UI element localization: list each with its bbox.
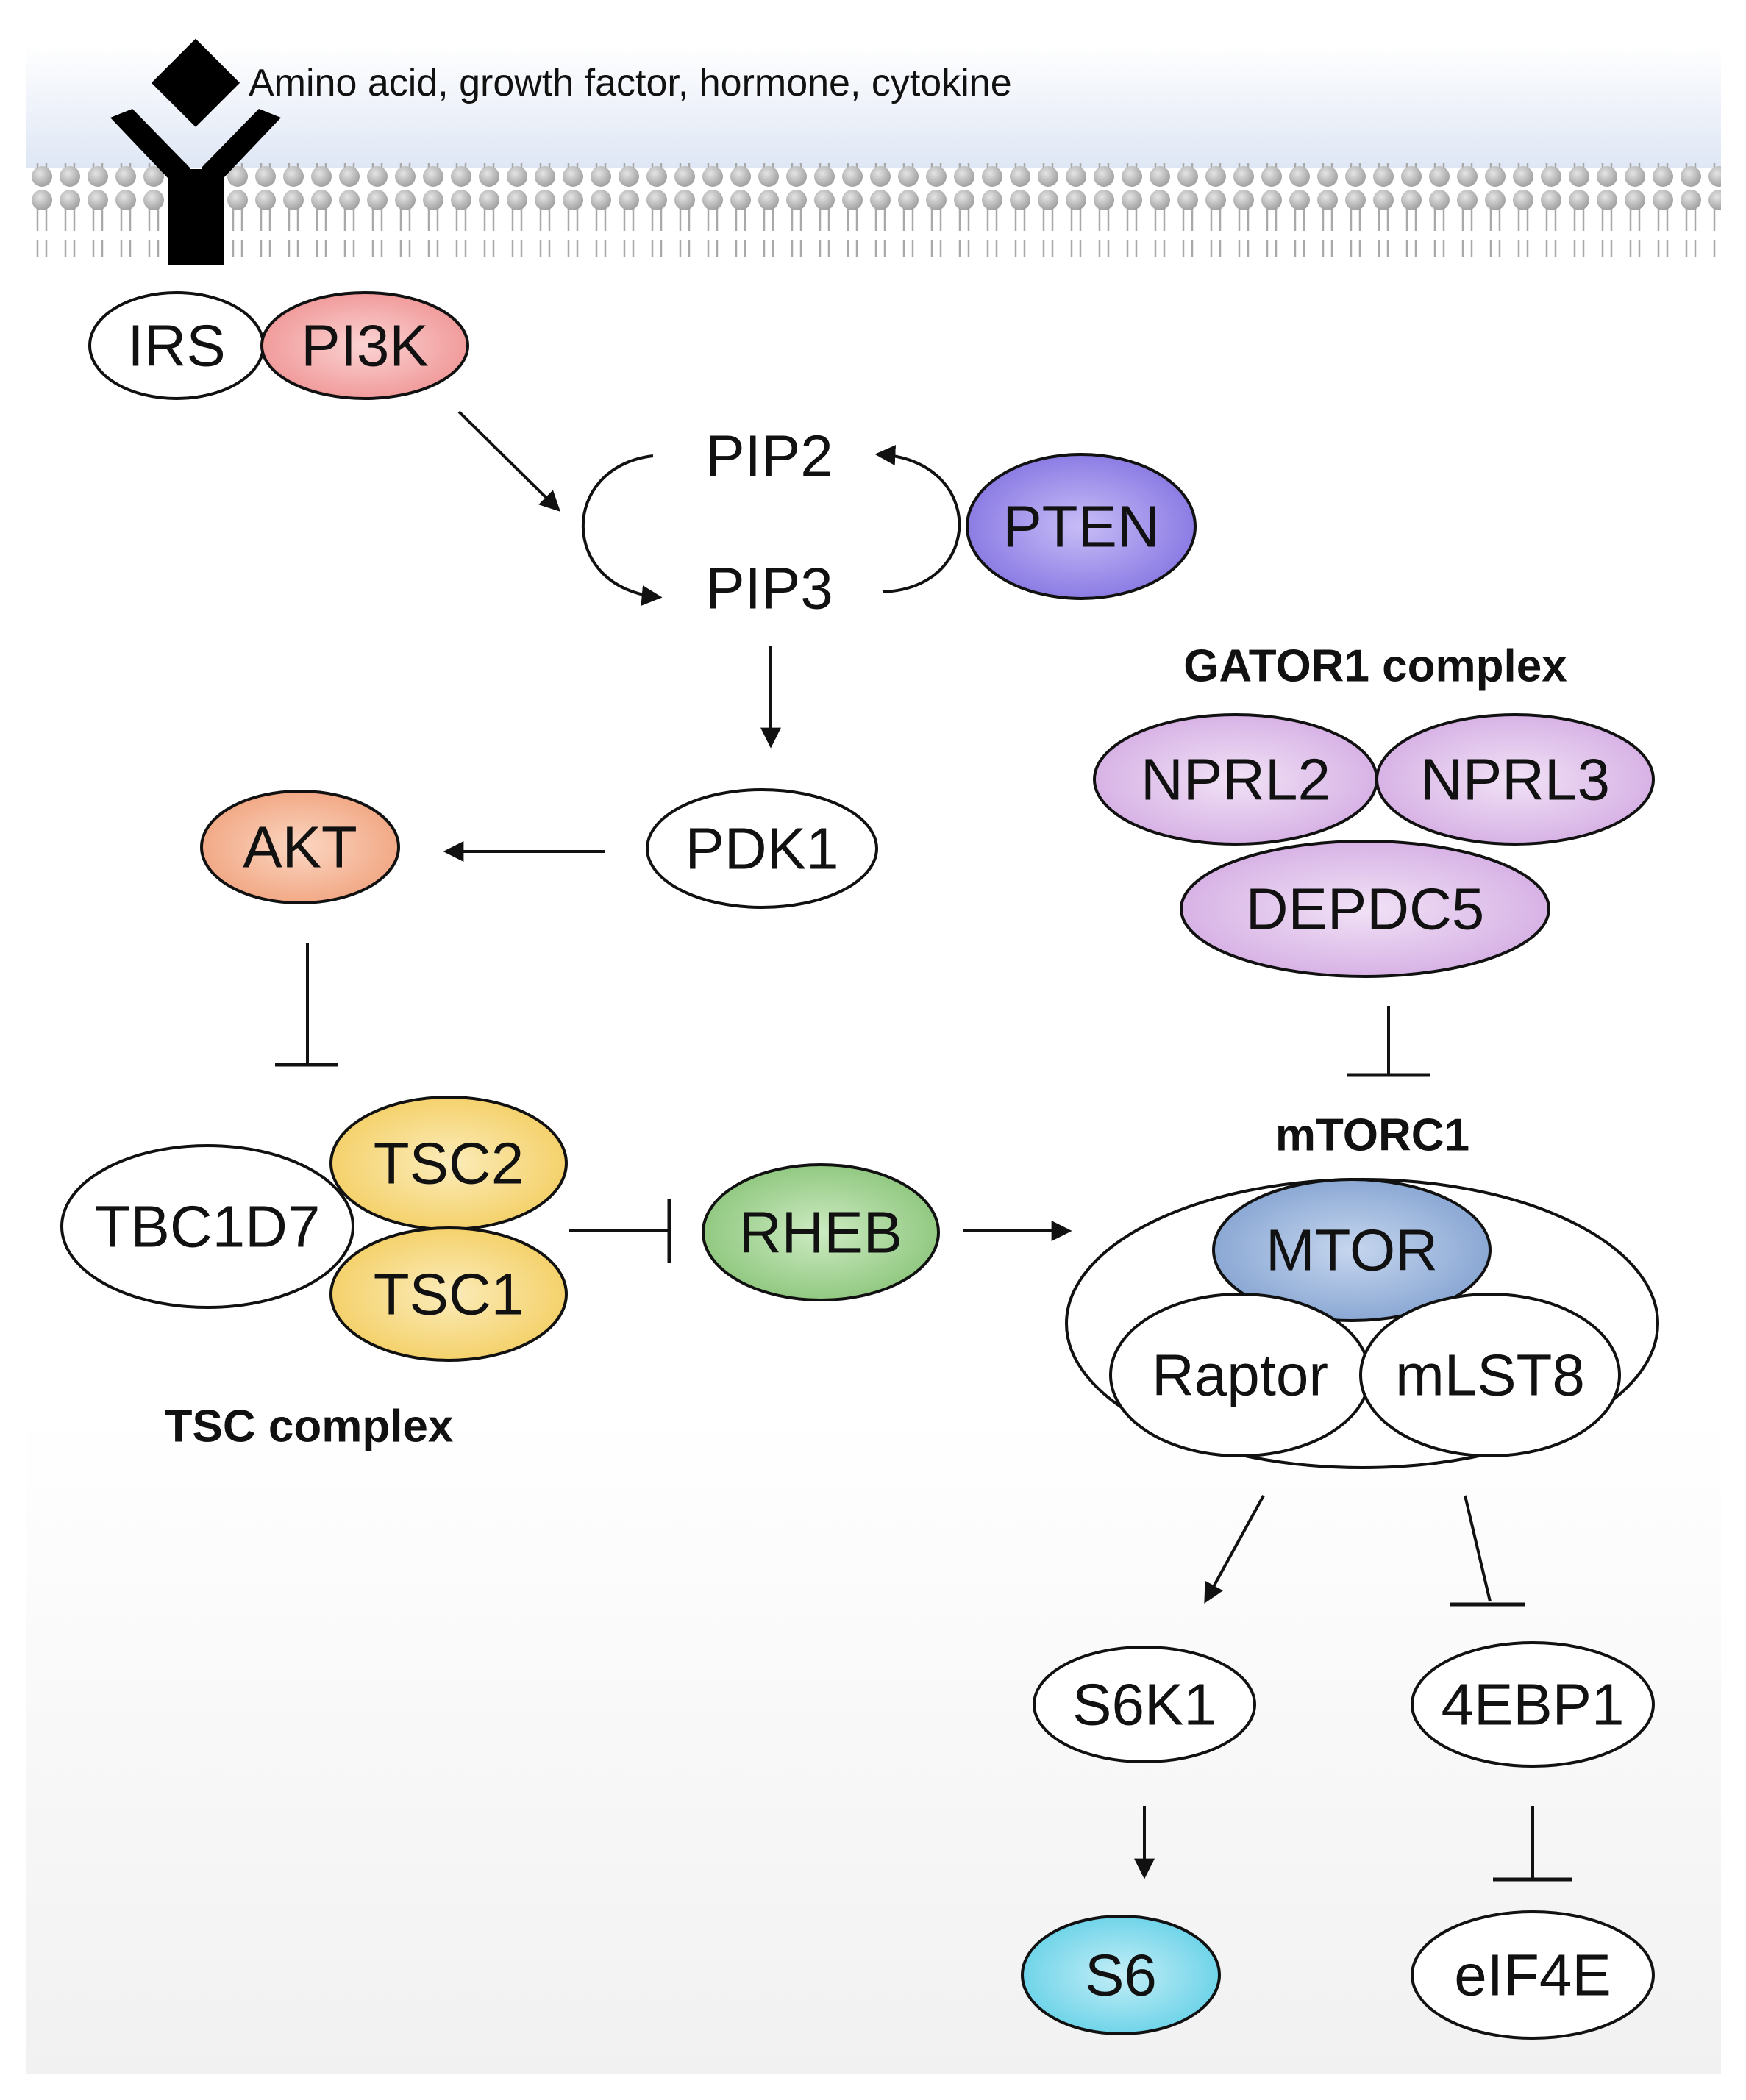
akt-node[interactable]: AKT — [200, 790, 400, 904]
nprl2-label: NPRL2 — [1141, 747, 1330, 813]
rheb-node[interactable]: RHEB — [702, 1163, 940, 1301]
extracellular-space — [26, 44, 1721, 168]
tbc1d7-node[interactable]: TBC1D7 — [60, 1144, 354, 1309]
mtorc1-complex: MTOR Raptor mLST8 — [1065, 1178, 1659, 1469]
pip3-label: PIP3 — [705, 556, 833, 621]
s6k1-node[interactable]: S6K1 — [1033, 1646, 1256, 1763]
gator1-complex: NPRL2 NPRL3 DEPDC5 — [1093, 713, 1655, 978]
nprl3-label: NPRL3 — [1420, 747, 1610, 813]
raptor-node[interactable]: Raptor — [1109, 1293, 1371, 1457]
akt-label: AKT — [243, 815, 357, 880]
s6k1-label: S6K1 — [1072, 1672, 1216, 1738]
mlst8-node[interactable]: mLST8 — [1359, 1293, 1621, 1457]
tsc2-node[interactable]: TSC2 — [329, 1096, 568, 1231]
edge-pip2-to-pip3 — [581, 454, 663, 606]
edge-mtorc1-inhibits-4ebp1 — [1450, 1495, 1525, 1607]
rheb-label: RHEB — [739, 1200, 902, 1265]
tsc1-node[interactable]: TSC1 — [329, 1226, 568, 1362]
s6-node[interactable]: S6 — [1021, 1915, 1221, 2035]
extracellular-label: Amino acid, growth factor, hormone, cyto… — [249, 62, 1012, 104]
mtor-node[interactable]: MTOR — [1212, 1178, 1492, 1322]
pdk1-label: PDK1 — [685, 816, 839, 882]
tsc1-label: TSC1 — [374, 1262, 524, 1327]
depdc5-label: DEPDC5 — [1246, 876, 1485, 942]
s6-label: S6 — [1085, 1943, 1157, 2008]
tsc-complex: TBC1D7 TSC2 TSC1 — [60, 1096, 568, 1362]
edge-gator1-inhibits-mtorc1 — [1347, 1006, 1430, 1077]
4ebp1-node[interactable]: 4EBP1 — [1411, 1641, 1655, 1768]
tsc-complex-title: TSC complex — [165, 1401, 454, 1452]
pten-label: PTEN — [1002, 494, 1159, 560]
tbc1d7-label: TBC1D7 — [95, 1194, 321, 1260]
nprl2-node[interactable]: NPRL2 — [1093, 713, 1378, 846]
eif4e-node[interactable]: eIF4E — [1411, 1910, 1655, 2040]
cell-membrane — [26, 163, 1721, 257]
4ebp1-label: 4EBP1 — [1441, 1672, 1624, 1738]
mtor-label: MTOR — [1266, 1218, 1438, 1283]
pip2-label: PIP2 — [705, 424, 833, 489]
nprl3-node[interactable]: NPRL3 — [1375, 713, 1655, 846]
pi3k-node[interactable]: PI3K — [260, 291, 469, 400]
edge-pten-pip3-to-pip2 — [874, 445, 961, 593]
tsc2-label: TSC2 — [374, 1131, 524, 1196]
irs-node[interactable]: IRS — [88, 291, 265, 400]
receptor-icon — [110, 38, 281, 265]
raptor-label: Raptor — [1152, 1343, 1328, 1408]
gator1-complex-title: GATOR1 complex — [1183, 641, 1567, 692]
pdk1-node[interactable]: PDK1 — [646, 788, 878, 909]
edge-pi3k-to-pip — [457, 410, 560, 512]
depdc5-node[interactable]: DEPDC5 — [1180, 840, 1550, 978]
edge-akt-inhibits-tsc — [275, 943, 338, 1067]
mlst8-label: mLST8 — [1395, 1343, 1585, 1408]
edge-tsc-inhibits-rheb — [569, 1199, 671, 1263]
eif4e-label: eIF4E — [1454, 1943, 1611, 2008]
irs-label: IRS — [127, 313, 225, 379]
mtorc1-title: mTORC1 — [1275, 1110, 1469, 1161]
edge-mtorc1-to-s6k1 — [1204, 1495, 1265, 1604]
edge-4ebp1-inhibits-eif4e — [1493, 1806, 1572, 1882]
pi3k-label: PI3K — [301, 313, 428, 379]
pten-node[interactable]: PTEN — [966, 453, 1197, 600]
